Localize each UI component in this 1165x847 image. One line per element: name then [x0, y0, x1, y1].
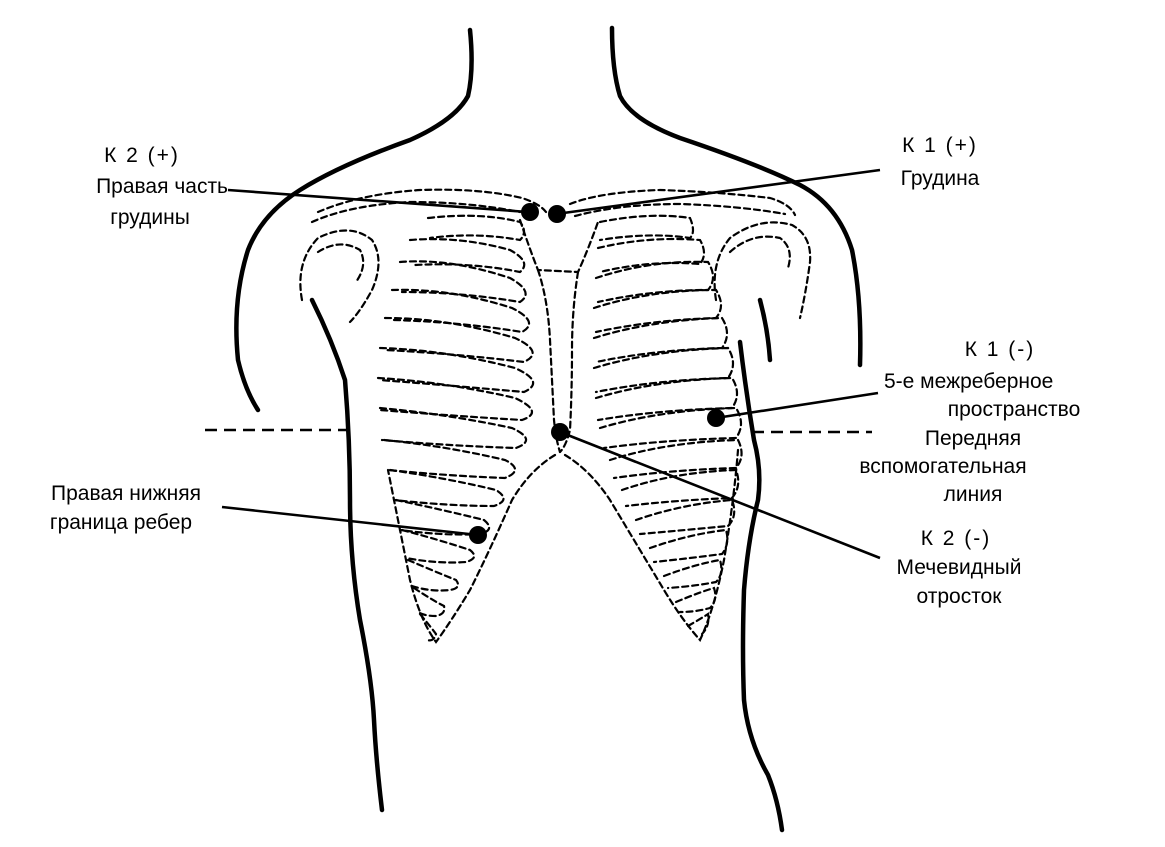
- electrode-k1-plus: [548, 205, 566, 223]
- axillary-dashed-lines: [205, 428, 872, 434]
- clavicle-left-2: [310, 200, 522, 224]
- k1-minus-line1: 5-е межреберное: [884, 370, 1054, 393]
- k2-minus-line1: Мечевидный: [896, 556, 1022, 579]
- costal-margin-right: [563, 448, 740, 642]
- neck-left: [234, 27, 474, 413]
- body-outline: [234, 25, 863, 833]
- sternum-left-edge: [536, 268, 562, 454]
- clavicle-right: [568, 188, 797, 217]
- right-costal-line1: Правая нижняя: [51, 482, 201, 505]
- rib-cage: [299, 188, 812, 644]
- electrode-right-costal: [469, 526, 487, 544]
- shoulder-right-2: [728, 235, 791, 270]
- shoulder-left-2: [316, 243, 365, 284]
- k2-minus-line2: отросток: [916, 585, 1002, 608]
- k2-plus-line1: Правая часть: [96, 175, 228, 198]
- leader-k1-plus: [555, 168, 881, 216]
- leader-k2-plus: [227, 188, 529, 214]
- leader-right-costal: [221, 505, 479, 537]
- k1-plus-line1: Грудина: [900, 167, 980, 190]
- neck-right: [609, 25, 863, 368]
- clavicle-right-2: [573, 202, 787, 218]
- electrodes: [469, 203, 725, 544]
- k2-minus-lead: К 2 (-): [920, 527, 992, 550]
- costal-margin-left: [386, 453, 557, 644]
- electrode-k1-minus: [707, 409, 725, 427]
- electrode-k2-minus: [551, 423, 569, 441]
- k1-plus-lead: К 1 (+): [902, 134, 978, 157]
- leader-lines: [221, 168, 881, 560]
- sternum-right-edge: [558, 270, 580, 454]
- axillary-line2: вспомогательная: [859, 455, 1027, 478]
- axillary-line1: Передняя: [924, 427, 1022, 450]
- torso-left: [309, 297, 385, 813]
- right-arm-inner: [757, 297, 773, 363]
- k2-plus-lead: К 2 (+): [104, 144, 180, 167]
- leader-k2-minus: [559, 430, 881, 560]
- shoulder-left: [299, 229, 380, 324]
- k1-minus-lead: К 1 (-): [964, 338, 1036, 361]
- shoulder-right: [713, 221, 812, 320]
- axillary-line3: линия: [943, 483, 1003, 506]
- electrode-k2-plus: [521, 203, 539, 221]
- manubrium: [518, 218, 600, 274]
- k2-plus-line2: грудины: [110, 206, 190, 229]
- torso-right: [737, 339, 785, 833]
- right-costal-line2: граница ребер: [49, 511, 193, 534]
- k1-minus-line2: пространство: [947, 398, 1081, 421]
- leader-k1-minus: [715, 391, 879, 420]
